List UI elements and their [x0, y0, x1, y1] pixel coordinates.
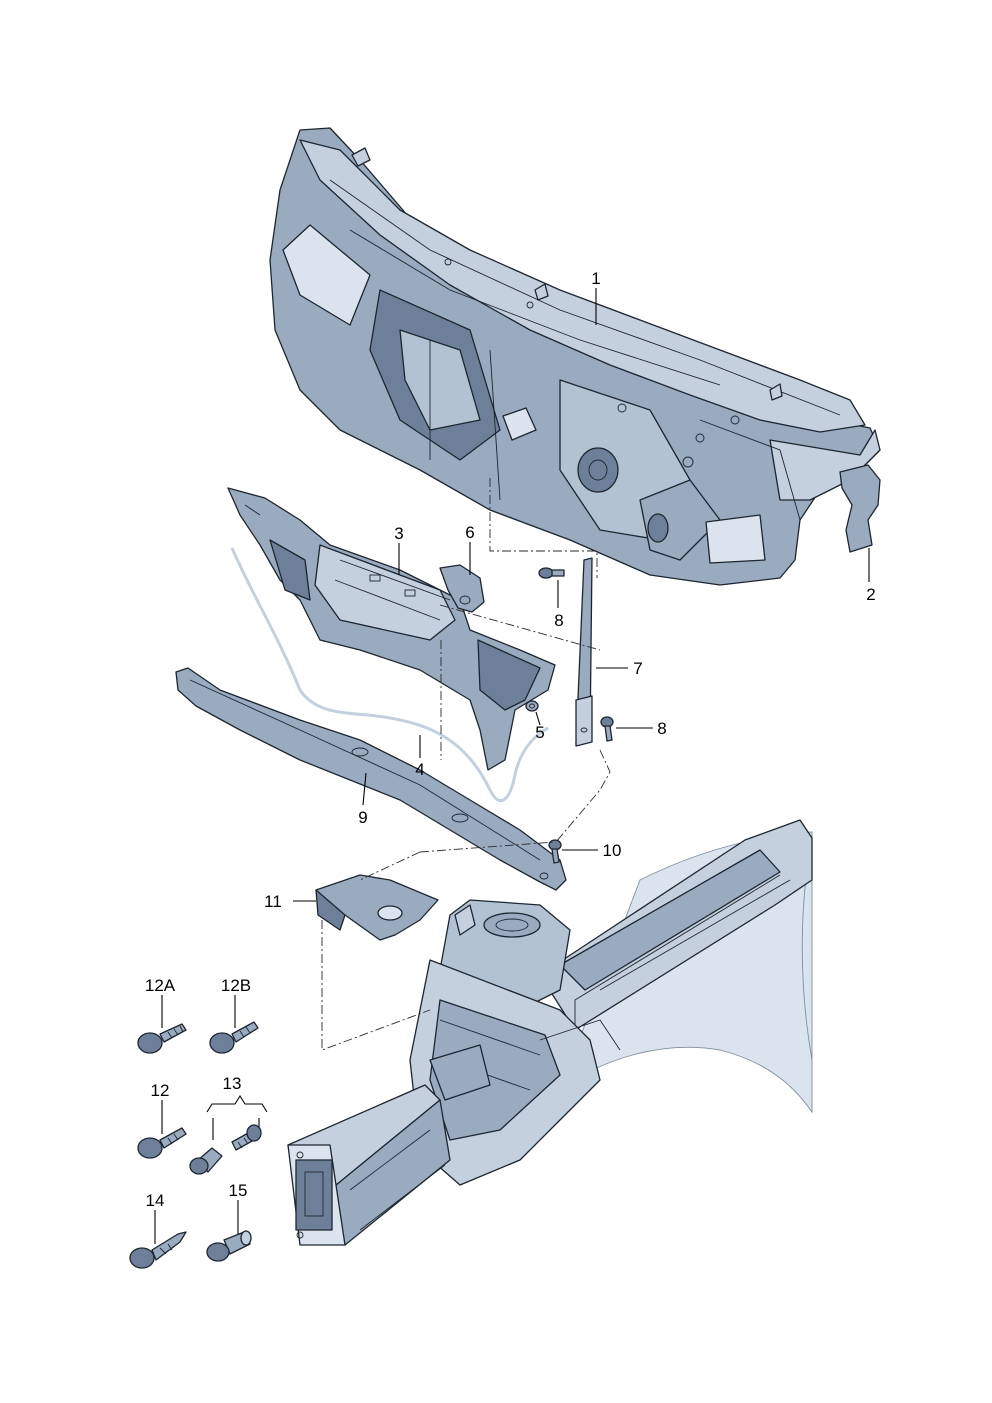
part-8-bolt-lower	[600, 716, 614, 742]
callout-6: 6	[465, 523, 474, 542]
part-5-nut	[525, 700, 539, 712]
callout-12: 12	[151, 1081, 170, 1100]
leader-lines	[154, 288, 870, 1244]
part-3-plenum-tray	[227, 487, 556, 771]
callout-9: 9	[358, 808, 367, 827]
fastener-12	[137, 1127, 187, 1159]
fastener-14	[129, 1231, 187, 1269]
callout-labels: 1 2 3 6 8 7 5 8 4 9 10 11 12A 12B 12 13 …	[145, 269, 876, 1210]
callout-5: 5	[535, 723, 544, 742]
callout-12a: 12A	[145, 976, 176, 995]
callout-7: 7	[633, 659, 642, 678]
part-9-cross-brace	[175, 667, 567, 891]
callout-8-upper: 8	[554, 611, 563, 630]
fastener-15	[206, 1230, 252, 1262]
assembly-lines	[321, 478, 611, 1051]
callout-11: 11	[264, 892, 282, 911]
callout-13: 13	[223, 1074, 242, 1093]
fastener-13	[189, 1094, 268, 1175]
fastener-12b	[209, 1021, 259, 1054]
part-7-strut-brace	[575, 557, 593, 747]
part-4-seal-strip	[230, 547, 549, 803]
part-11-bracket-plate	[315, 874, 439, 941]
callout-4: 4	[415, 760, 424, 779]
part-2-bracket	[839, 464, 881, 553]
vehicle-front-structure	[287, 819, 813, 1246]
bulkhead-opening-left	[282, 224, 371, 326]
bulkhead-opening-right	[705, 514, 766, 564]
callout-8-lower: 8	[657, 719, 666, 738]
callout-10: 10	[603, 841, 622, 860]
bulkhead-cowl-ledge	[299, 139, 866, 433]
callout-2: 2	[866, 585, 875, 604]
callout-14: 14	[146, 1191, 165, 1210]
callout-1: 1	[591, 269, 600, 288]
callout-3: 3	[394, 524, 403, 543]
callout-15: 15	[229, 1181, 248, 1200]
part-8-bolt-upper	[538, 567, 565, 579]
callout-12b: 12B	[221, 976, 251, 995]
fastener-12a	[137, 1023, 187, 1054]
part-6-bracket	[439, 564, 485, 613]
bulkhead-panel	[269, 127, 881, 586]
